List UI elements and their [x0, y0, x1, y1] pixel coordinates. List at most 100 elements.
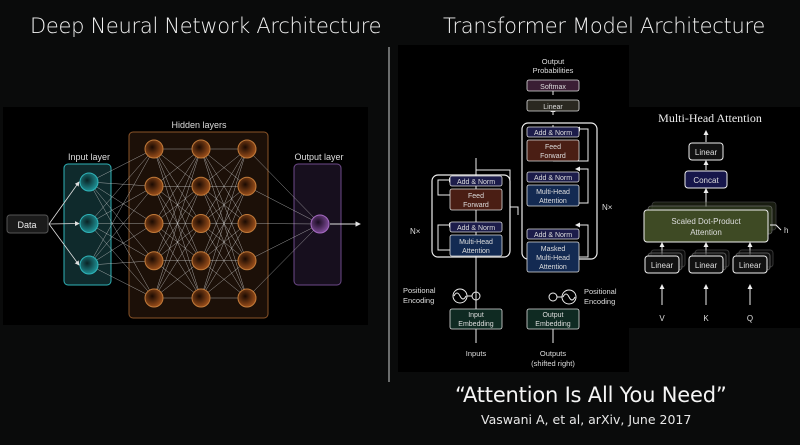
input-linear-box: [644, 255, 680, 274]
encoder-feed-forward-box: [449, 188, 503, 211]
input-linear-label: Linear: [651, 261, 674, 270]
encoder-ff-label-2: Forward: [463, 202, 489, 209]
hidden-node: [144, 139, 164, 159]
connection: [200, 223, 248, 299]
v-label: V: [659, 314, 665, 323]
connection: [200, 186, 248, 299]
encoder-mha-box: [449, 234, 503, 257]
dnn-diagram: Input layer Hidden layers Output layer D…: [3, 107, 368, 325]
hidden-node: [237, 251, 257, 271]
mha-title: Multi-Head Attention: [658, 111, 762, 125]
output-layer-label: Output layer: [294, 152, 343, 162]
decoder-masked-mha-box: [526, 241, 580, 273]
hidden-node: [237, 214, 257, 233]
connection: [88, 223, 155, 266]
connection: [88, 223, 155, 299]
left-title: Deep Neural Network Architecture: [30, 14, 382, 38]
decoder-ff-label-1: Feed: [545, 144, 561, 151]
linear-label: Linear: [695, 148, 718, 157]
dnn-svg: Input layer Hidden layers Output layer D…: [6, 120, 361, 319]
decoder-add-norm-1-label: Add & Norm: [534, 232, 572, 239]
k-label: K: [703, 314, 709, 323]
encoder-pe-label-2: Encoding: [403, 296, 434, 305]
input-embedding-label-1: Input: [468, 312, 484, 319]
connection: [246, 223, 321, 225]
connection: [153, 148, 202, 224]
transformer-svg: Softmax Linear Add & Norm Feed Forward A…: [403, 57, 617, 368]
connection: [88, 186, 155, 224]
connection: [200, 148, 248, 224]
output-embedding-box: [526, 308, 580, 330]
outputs-label-2: (shifted right): [531, 359, 575, 368]
decoder-nx-label: N×: [602, 203, 613, 212]
h-label: h: [784, 226, 788, 235]
input-layer-label: Input layer: [68, 152, 110, 162]
hidden-node: [191, 288, 211, 308]
hidden-node: [237, 176, 257, 196]
data-arrow: [48, 181, 80, 225]
mha-svg: Multi-Head Attention Linear Concat Scale…: [643, 111, 788, 323]
input-linear-box: [732, 255, 768, 274]
hidden-node: [191, 251, 211, 271]
input-linear-box: [688, 255, 724, 274]
connection: [246, 223, 321, 261]
connection: [88, 223, 155, 261]
decoder-add-norm-2: [526, 171, 580, 183]
encoder-add-norm-1: [449, 221, 503, 233]
concat-label: Concat: [693, 176, 719, 185]
hidden-node: [237, 288, 257, 308]
input-node: [79, 255, 99, 275]
multi-head-attention-diagram: Multi-Head Attention Linear Concat Scale…: [628, 107, 800, 328]
connection: [88, 181, 155, 224]
hidden-node: [191, 176, 211, 196]
encoder-nx-label: N×: [410, 227, 421, 236]
connection: [88, 148, 155, 266]
connection: [200, 148, 248, 261]
output-embedding-label-1: Output: [542, 312, 563, 319]
paper-title: “Attention Is All You Need”: [455, 383, 727, 407]
hidden-node: [191, 139, 211, 159]
linear-label: Linear: [543, 104, 563, 111]
softmax-label: Softmax: [540, 84, 566, 91]
hidden-node: [144, 214, 164, 233]
concat-box: [684, 170, 728, 189]
connection: [88, 264, 155, 299]
encoder-add-norm-2: [449, 175, 503, 187]
decoder-ff-label-2: Forward: [540, 153, 566, 160]
input-linear-label: Linear: [695, 261, 718, 270]
sdpa-label-2: Attention: [690, 228, 722, 237]
encoder-add-norm-1-label: Add & Norm: [457, 225, 495, 232]
data-label: Data: [17, 220, 36, 230]
encoder-ff-label-1: Feed: [468, 193, 484, 200]
divider: [388, 47, 390, 382]
connection: [246, 223, 321, 299]
hidden-node: [191, 214, 211, 233]
linear-box: [688, 142, 724, 161]
input-embedding-box: [449, 308, 503, 330]
connection: [246, 148, 321, 225]
right-title: Transformer Model Architecture: [443, 14, 765, 38]
encoder-pe-label-1: Positional: [403, 286, 436, 295]
decoder-feed-forward-box: [526, 139, 580, 162]
connection: [153, 148, 202, 187]
paper-citation: Vaswani A, et al, arXiv, June 2017: [481, 412, 692, 427]
decoder-add-norm-3-label: Add & Norm: [534, 130, 572, 137]
inputs-label: Inputs: [466, 349, 487, 358]
encoder-mha-label-1: Multi-Head: [459, 239, 493, 246]
connection: [88, 181, 155, 261]
decoder-mha-label-2: Attention: [539, 198, 567, 205]
connection: [88, 148, 155, 224]
decoder-add-norm-1: [526, 228, 580, 240]
hidden-node: [144, 251, 164, 271]
output-node: [310, 214, 330, 234]
connection: [153, 148, 202, 261]
outputs-label-1: Outputs: [540, 349, 567, 358]
masked-mha-label-2: Multi-Head: [536, 255, 570, 262]
data-box: [6, 214, 49, 234]
encoder-mha-label-2: Attention: [462, 248, 490, 255]
data-arrow: [48, 223, 80, 266]
input-node: [79, 214, 99, 233]
hidden-layers-label: Hidden layers: [171, 120, 227, 130]
encoder-add-norm-2-label: Add & Norm: [457, 179, 495, 186]
connection: [153, 148, 202, 299]
